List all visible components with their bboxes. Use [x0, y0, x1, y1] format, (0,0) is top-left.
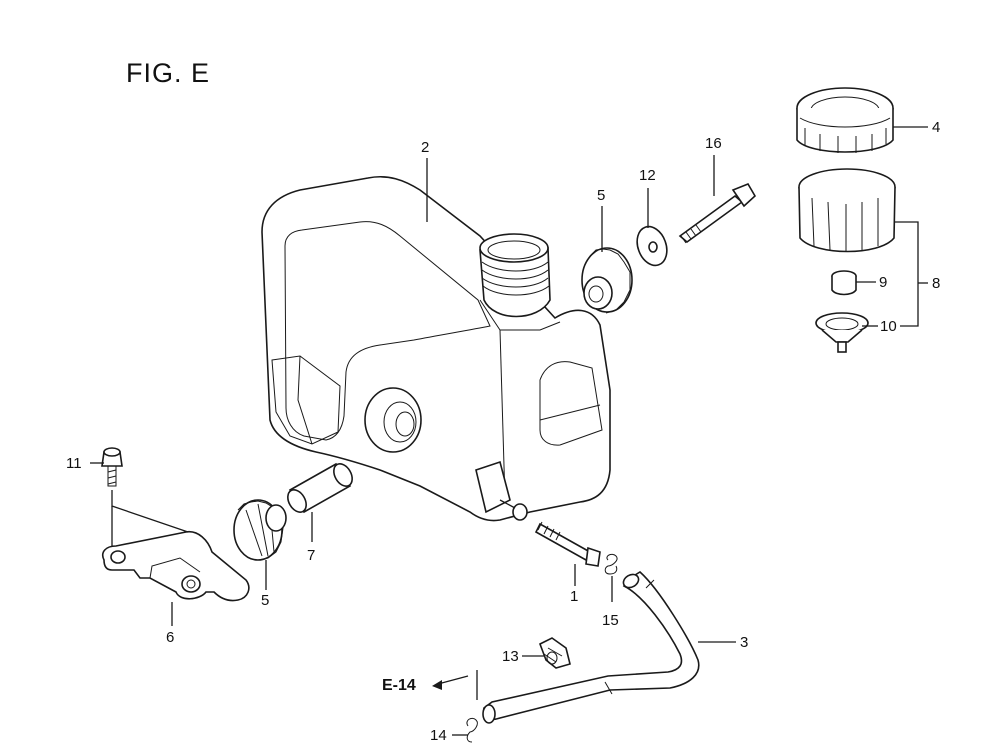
callout-12: 12 [639, 167, 656, 184]
callout-11: 11 [66, 455, 82, 472]
callout-3: 3 [740, 634, 749, 651]
figure-title: FIG. E [126, 58, 211, 88]
tube-spacer [287, 462, 353, 514]
filler-neck [479, 233, 551, 318]
callout-7: 7 [307, 547, 316, 564]
callout-4: 4 [932, 119, 941, 136]
cap-ring [796, 87, 894, 153]
cap-filter [831, 270, 857, 296]
fuel-tank [261, 175, 611, 522]
washer [636, 225, 668, 267]
grommet-upper [581, 247, 633, 314]
callout-16: 16 [705, 135, 722, 152]
hose-clamp [538, 637, 571, 669]
callout-13: 13 [502, 648, 519, 665]
bolt-lower [534, 521, 601, 567]
bolt-upper [678, 183, 757, 244]
callout-1: 1 [570, 588, 579, 605]
reference-link-e14[interactable]: E-14 [382, 677, 416, 694]
mounting-bracket [101, 530, 250, 602]
callout-5-upper: 5 [597, 187, 606, 204]
fuel-hose [482, 571, 700, 724]
callout-14: 14 [430, 727, 447, 744]
callout-6: 6 [166, 629, 175, 646]
cap-seal [815, 312, 869, 353]
hose-clip-upper [604, 553, 618, 575]
screw-bracket [101, 447, 123, 487]
callout-8: 8 [932, 275, 941, 292]
grommet-lower [233, 499, 287, 561]
fuel-cap [798, 168, 896, 253]
leader-lines [90, 126, 928, 736]
callout-15: 15 [602, 612, 619, 629]
callout-5-lower: 5 [261, 592, 270, 609]
callout-10: 10 [880, 318, 897, 335]
callout-2: 2 [421, 139, 430, 156]
callout-9: 9 [879, 274, 888, 291]
hose-clip-lower [466, 717, 478, 743]
